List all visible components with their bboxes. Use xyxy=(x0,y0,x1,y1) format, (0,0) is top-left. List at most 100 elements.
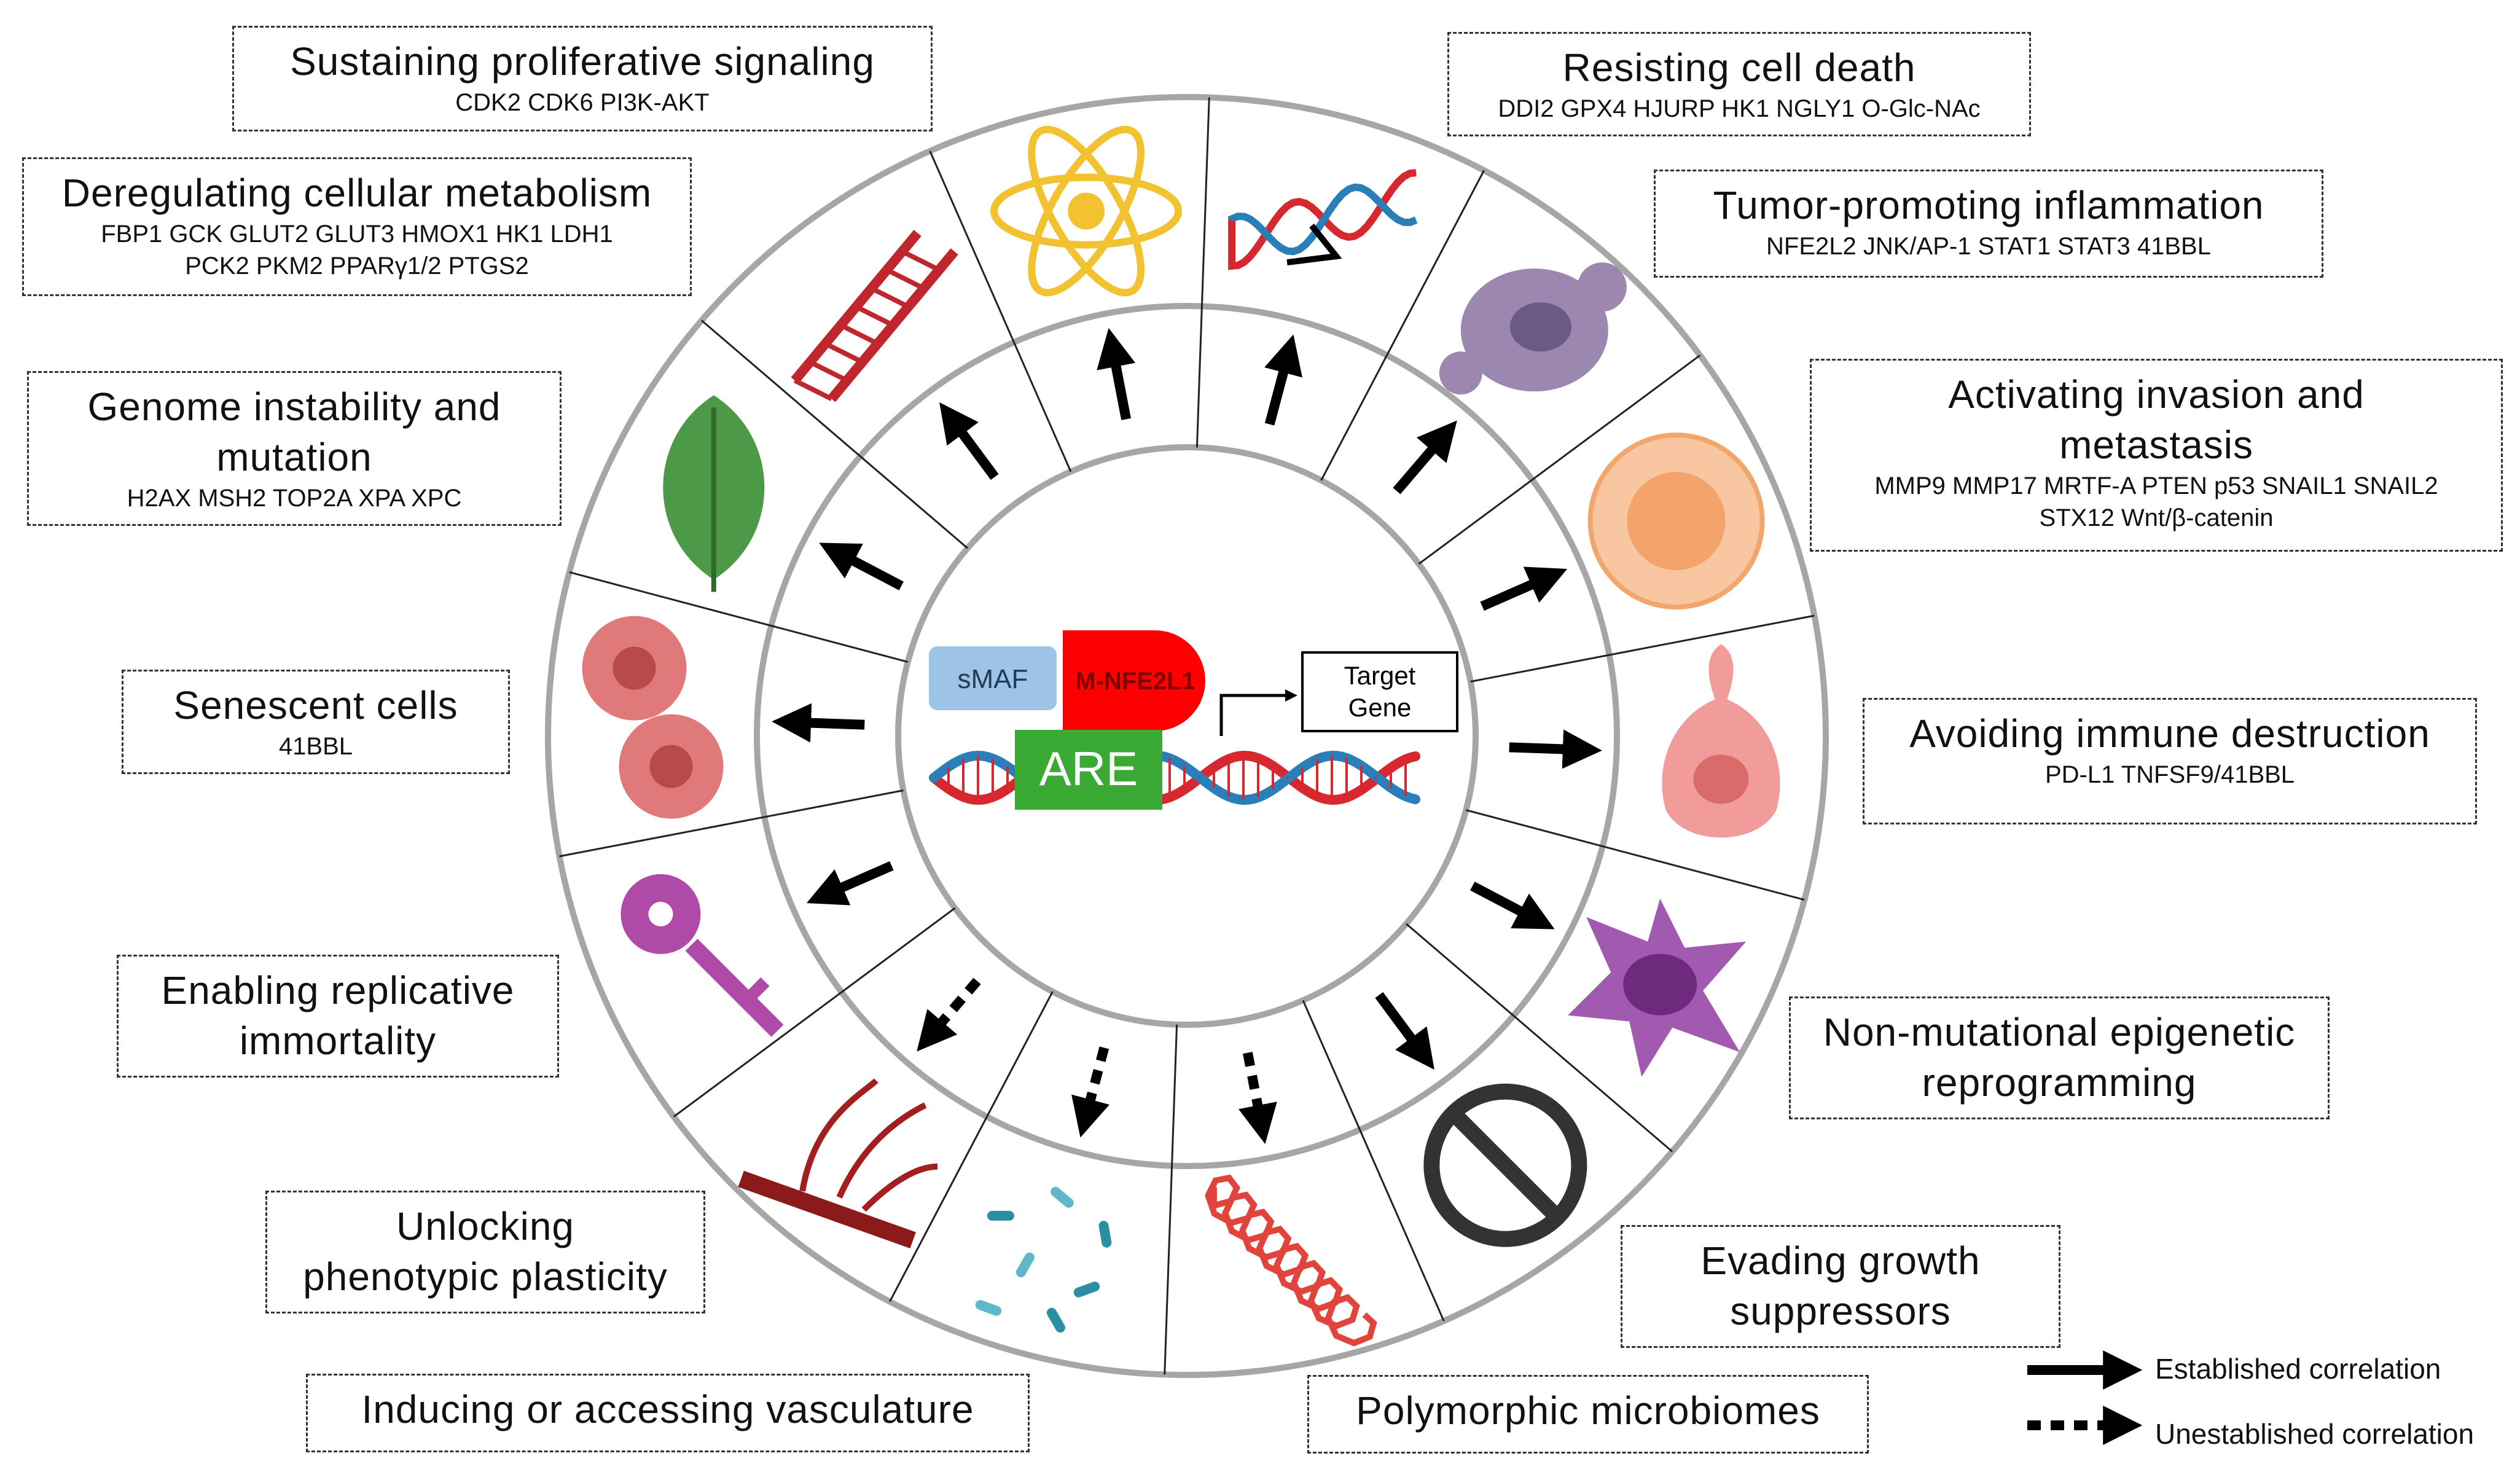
label-microbiomes: Polymorphic microbiomes xyxy=(1307,1375,1869,1454)
hallmark-genes: PD-L1 TNFSF9/41BBL xyxy=(2045,761,2295,788)
arrow-proliferative xyxy=(1264,334,1302,426)
bacteria-icon xyxy=(975,1186,1112,1333)
legend xyxy=(2027,1350,2143,1445)
target-gene-label-line2: Gene xyxy=(1348,693,1412,722)
sector-divider xyxy=(1418,354,1701,565)
hallmark-genes: CDK2 CDK6 PI3K-AKT xyxy=(455,89,710,116)
target-gene-box xyxy=(1301,651,1458,732)
sector-divider xyxy=(1320,170,1485,481)
hallmark-title: Avoiding immune destruction xyxy=(1909,711,2430,756)
transcription-start-arrow xyxy=(1219,689,1297,736)
legend-unestablished-label: Unestablished correlation xyxy=(2155,1418,2475,1450)
smaf-box xyxy=(929,646,1057,710)
hallmark-title: metastasis xyxy=(2059,423,2253,467)
label-vasculature: Inducing or accessing vasculature xyxy=(306,1374,1030,1452)
arrow-invasion xyxy=(1509,729,1602,769)
prohibited-icon xyxy=(1423,1083,1587,1247)
hallmark-genes: 41BBL xyxy=(278,733,353,760)
apoptotic-cell-icon xyxy=(1439,262,1627,395)
nfe2l1-shape xyxy=(1063,630,1205,731)
sector-divider xyxy=(569,571,909,663)
atom-icon xyxy=(990,125,1183,297)
hallmark-title: Tumor-promoting inflammation xyxy=(1713,183,2264,227)
hallmark-title: Non-mutational epigenetic xyxy=(1823,1010,2296,1054)
sector-divider xyxy=(1195,97,1210,448)
hallmark-genes: DDI2 GPX4 HJURP HK1 NGLY1 O-Glc-NAc xyxy=(1498,95,1981,122)
hallmark-title: immortality xyxy=(239,1019,437,1063)
hallmark-genes: MMP9 MMP17 MRTF-A PTEN p53 SNAIL1 SNAIL2 xyxy=(1874,472,2438,499)
are-label: ARE xyxy=(1039,742,1138,796)
sector-divider xyxy=(1470,614,1815,683)
blood-vessel-icon xyxy=(738,1078,938,1249)
hallmark-title: Genome instability and xyxy=(87,385,501,429)
hallmark-genes: NFE2L2 JNK/AP-1 STAT1 STAT3 41BBL xyxy=(1766,233,2211,260)
correlation-arrows xyxy=(772,327,1602,1145)
arrow-epigenetic xyxy=(1375,992,1434,1070)
sector-divider xyxy=(1302,1000,1445,1321)
arrow-growth-suppressors xyxy=(1238,1052,1277,1145)
broken-dna-icon xyxy=(791,230,958,402)
hallmark-title: Evading growth xyxy=(1700,1239,1981,1283)
leaf-icon xyxy=(663,395,765,592)
sector-divider xyxy=(673,907,956,1118)
chromatin-icon xyxy=(1205,1174,1377,1347)
smaf-label: sMAF xyxy=(958,664,1028,694)
arrow-cell-death xyxy=(1393,420,1457,495)
arrow-immune xyxy=(1470,882,1555,930)
sector-divider xyxy=(559,789,904,858)
hallmark-title: Unlocking xyxy=(396,1204,575,1248)
key-icon xyxy=(620,874,784,1037)
immune-cell-icon xyxy=(1568,898,1747,1077)
ring-dividers xyxy=(559,97,1815,1375)
arrow-genome xyxy=(939,402,999,480)
inflamed-cell-icon xyxy=(1587,433,1765,610)
hallmark-title: Resisting cell death xyxy=(1562,45,1916,90)
hallmark-icons xyxy=(582,125,1780,1347)
label-senescent: Senescent cells 41BBL xyxy=(122,670,510,774)
hallmark-title: phenotypic plasticity xyxy=(303,1255,668,1299)
arrow-plasticity xyxy=(806,861,894,906)
arrow-inflammation xyxy=(1480,566,1568,611)
arrow-microbiomes xyxy=(1071,1046,1109,1138)
hallmark-title: Senescent cells xyxy=(173,683,458,727)
sector-divider xyxy=(889,991,1054,1302)
nfe2l1-label: M-NFE2L1 xyxy=(1075,668,1195,695)
metastatic-cell-icon xyxy=(1662,644,1780,838)
arrow-metabolism xyxy=(1097,327,1136,420)
arrow-vasculature xyxy=(917,977,981,1052)
hallmark-genes: STX12 Wnt/β-catenin xyxy=(2039,504,2274,531)
center-mechanism: sMAF M-NFE2L1 ARE Target Gene xyxy=(929,630,1458,810)
label-growth-suppressors: Evading growth suppressors xyxy=(1621,1225,2060,1348)
sector-divider xyxy=(1406,923,1673,1153)
hallmark-title: Inducing or accessing vasculature xyxy=(361,1387,974,1431)
hallmark-genes: H2AX MSH2 TOP2A XPA XPC xyxy=(127,485,462,512)
target-gene-label-line1: Target xyxy=(1344,661,1416,690)
hallmark-title: suppressors xyxy=(1730,1289,1951,1333)
are-box xyxy=(1015,730,1162,810)
arrow-senescent xyxy=(819,542,904,590)
hallmark-title: Polymorphic microbiomes xyxy=(1356,1388,1820,1433)
label-immortality: Enabling replicative immortality xyxy=(117,955,559,1078)
hallmark-title: reprogramming xyxy=(1922,1060,2197,1105)
hallmark-title: Sustaining proliferative signaling xyxy=(290,39,875,84)
dna-icon xyxy=(1228,169,1418,270)
sector-divider xyxy=(701,319,968,549)
sector-divider xyxy=(929,151,1072,472)
sector-divider xyxy=(1465,809,1805,901)
hallmark-title: Deregulating cellular metabolism xyxy=(61,171,652,215)
legend-established-label: Established correlation xyxy=(2155,1353,2441,1385)
hallmark-genes: FBP1 GCK GLUT2 GLUT3 HMOX1 HK1 LDH1 xyxy=(101,221,613,248)
label-plasticity: Unlocking phenotypic plasticity xyxy=(265,1191,705,1313)
sector-divider xyxy=(1164,1024,1178,1375)
hallmark-title: Activating invasion and xyxy=(1948,372,2365,417)
label-epigenetic: Non-mutational epigenetic reprogramming xyxy=(1789,996,2330,1119)
hallmark-title: Enabling replicative xyxy=(161,968,515,1012)
